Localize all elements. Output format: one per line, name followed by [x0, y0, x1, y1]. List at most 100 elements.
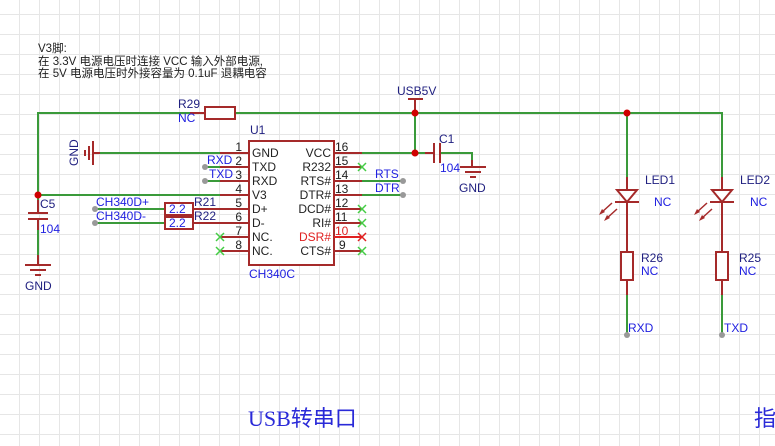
note-line-1: V3脚:	[38, 41, 67, 55]
u1-pin-11-num: 11	[335, 210, 348, 224]
sheet-title: USB转串口	[248, 406, 357, 431]
u1-pin-8-name: NC.	[252, 244, 273, 258]
r25-ref: R25	[739, 251, 761, 265]
u1-pin-3-name: RXD	[252, 174, 278, 188]
u1-pin-7-num: 7	[235, 224, 242, 238]
resistor-r29[interactable]: R29 NC	[178, 97, 236, 125]
led2-value: NC	[750, 195, 768, 209]
net-port-dtr	[400, 192, 406, 198]
u1-pin-12-num: 12	[335, 196, 349, 210]
net-labels: RXD TXD RTS DTR CH340D+ CH340D-	[92, 153, 406, 226]
u1-pin-14-name: RTS#	[301, 174, 332, 188]
junction-usb5v	[411, 109, 419, 117]
usb5v-power-port[interactable]: USB5V	[397, 84, 436, 113]
gnd-label-c1: GND	[459, 181, 486, 195]
nc-marker-pin12	[357, 204, 367, 214]
capacitor-c1[interactable]: C1 104	[425, 132, 460, 175]
u1-pin-10-num: 10	[335, 224, 349, 238]
junction-led1	[623, 109, 631, 117]
led2-light-arrows-icon	[694, 202, 713, 221]
junction-vcc-c1	[411, 149, 419, 157]
nc-marker-pin8	[215, 246, 225, 256]
gnd-label-left: GND	[67, 139, 81, 166]
v3-pin-note: V3脚: 在 3.3V 电源电压时连接 VCC 输入外部电源, 在 5V 电源电…	[38, 41, 267, 80]
r22-value: 2.2	[169, 216, 186, 230]
gnd-label-c5: GND	[25, 279, 52, 293]
u1-pin-5-num: 5	[235, 196, 242, 210]
net-port-rxd	[202, 164, 208, 170]
gnd-symbol-c5[interactable]: GND	[25, 255, 52, 293]
c5-value: 104	[40, 222, 60, 236]
led2-ref: LED2	[740, 173, 770, 187]
u1-pin-4-name: V3	[252, 188, 267, 202]
note-line-3: 在 5V 电源电压时外接容量为 0.1uF 退耦电容	[38, 66, 267, 80]
ic-u1-ch340c[interactable]: U1 CH340C 1 2 3 4 5 6 7	[220, 123, 362, 281]
r26-value: NC	[641, 264, 659, 278]
u1-pin-3-num: 3	[235, 168, 242, 182]
gnd-symbol-left[interactable]: GND	[67, 139, 100, 166]
net-port-txd-led	[719, 332, 725, 338]
net-port-dp	[92, 206, 98, 212]
net-label-txd-led: TXD	[724, 321, 748, 335]
led1-value: NC	[654, 195, 672, 209]
gnd-symbol-c1[interactable]: GND	[459, 160, 486, 195]
net-port-txd	[202, 178, 208, 184]
u1-pin-2-num: 2	[235, 154, 242, 168]
sheet-title-clipped: 指	[754, 406, 775, 431]
nc-marker-pin9	[357, 246, 367, 256]
u1-pin-9-num: 9	[339, 238, 346, 252]
net-port-dm	[92, 220, 98, 226]
u1-pin-16-num: 16	[335, 140, 349, 154]
u1-pin-1-name: GND	[252, 146, 279, 160]
u1-pin-6-num: 6	[235, 210, 242, 224]
note-line-2: 在 3.3V 电源电压时连接 VCC 输入外部电源,	[38, 54, 263, 68]
resistor-r22[interactable]: 2.2 R22	[164, 209, 220, 230]
u1-pin-9-name: CTS#	[300, 244, 331, 258]
net-port-rts	[400, 178, 406, 184]
resistor-r21[interactable]: 2.2 R21	[164, 195, 220, 216]
r29-ref: R29	[178, 97, 200, 111]
capacitor-c5[interactable]: C5 104	[28, 197, 60, 236]
net-label-rts: RTS	[375, 167, 399, 181]
u1-pin-8-num: 8	[235, 238, 242, 252]
net-label-dm: CH340D-	[96, 209, 146, 223]
u1-ref: U1	[250, 123, 266, 137]
u1-pin-6-name: D-	[252, 216, 265, 230]
u1-pin-16-name: VCC	[306, 146, 332, 160]
u1-pin-2-name: TXD	[252, 160, 276, 174]
r29-value: NC	[178, 111, 196, 125]
u1-pin-13-num: 13	[335, 182, 349, 196]
u1-pin-14-num: 14	[335, 168, 349, 182]
u1-pin-15-name: R232	[302, 160, 331, 174]
u1-pin-7-name: NC.	[252, 230, 273, 244]
resistor-r25[interactable]: R25 NC	[715, 240, 761, 295]
nc-marker-pin11	[357, 218, 367, 228]
u1-pin-11-name: RI#	[312, 216, 331, 230]
nc-marker-pin7	[215, 232, 225, 242]
led1-ref: LED1	[645, 173, 675, 187]
u1-pin-13-name: DTR#	[300, 188, 332, 202]
wire-r29-left	[37, 112, 190, 195]
resistor-r26[interactable]: R26 NC	[620, 240, 663, 295]
led-led2[interactable]: LED2 NC	[694, 170, 770, 252]
net-label-txd: TXD	[209, 167, 233, 181]
c1-value: 104	[440, 161, 460, 175]
u1-pin-1-num: 1	[235, 140, 242, 154]
r21-ref: R21	[194, 195, 216, 209]
nc-marker-pin15	[357, 162, 367, 172]
u1-pin-4-num: 4	[235, 182, 242, 196]
net-label-dtr: DTR	[375, 181, 400, 195]
usb5v-label: USB5V	[397, 84, 436, 98]
c5-ref: C5	[40, 197, 56, 211]
net-label-rxd: RXD	[207, 153, 233, 167]
led-led1[interactable]: LED1 NC	[599, 170, 675, 252]
r26-ref: R26	[641, 251, 663, 265]
wires	[37, 112, 723, 335]
no-connect-markers	[215, 162, 367, 256]
u1-pin-15-num: 15	[335, 154, 349, 168]
net-label-dp: CH340D+	[96, 195, 149, 209]
net-label-rxd-led: RXD	[628, 321, 654, 335]
led1-light-arrows-icon	[599, 202, 618, 221]
net-port-rxd-led	[624, 332, 630, 338]
